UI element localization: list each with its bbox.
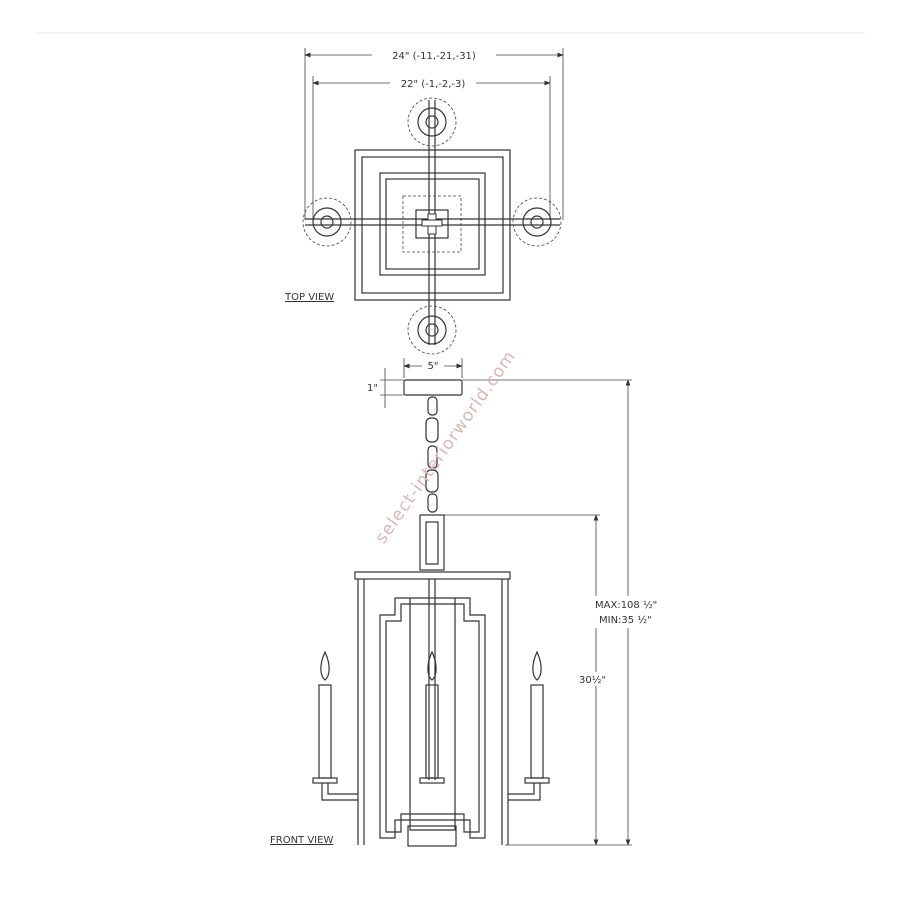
canopy-height-dimension: 1" [367,383,378,394]
inner-width-dimension: 22" (-1,-2,-3) [401,79,466,90]
candle-cup-bottom [407,305,457,355]
candle-cup-right [512,197,562,247]
min-height-dimension: MIN:35 ½" [599,614,652,626]
candle-cup-top [407,97,457,147]
body-top-plate [354,571,511,580]
candle-left [312,650,358,801]
chain [425,396,439,513]
top-view: 24" (-11,-21,-31) 22" (-1,-2,-3) TOP VIE… [284,48,564,355]
watermark: select-interiorworld.com [371,347,520,548]
front-view-label: FRONT VIEW [270,835,333,846]
candle-cup-left [302,197,352,247]
body-height-dimension: 30½" [579,674,606,686]
candle-right [508,650,550,801]
candle-center [419,650,445,784]
canopy [403,379,463,396]
max-height-dimension: MAX:108 ½" [595,599,657,611]
front-view: 5" 1" MAX:108 ½" MIN:35 ½" 30½" [270,358,670,847]
top-view-label: TOP VIEW [284,292,334,303]
body-link [419,514,445,571]
overall-width-dimension: 24" (-11,-21,-31) [392,51,476,62]
canopy-width-dimension: 5" [428,361,439,372]
